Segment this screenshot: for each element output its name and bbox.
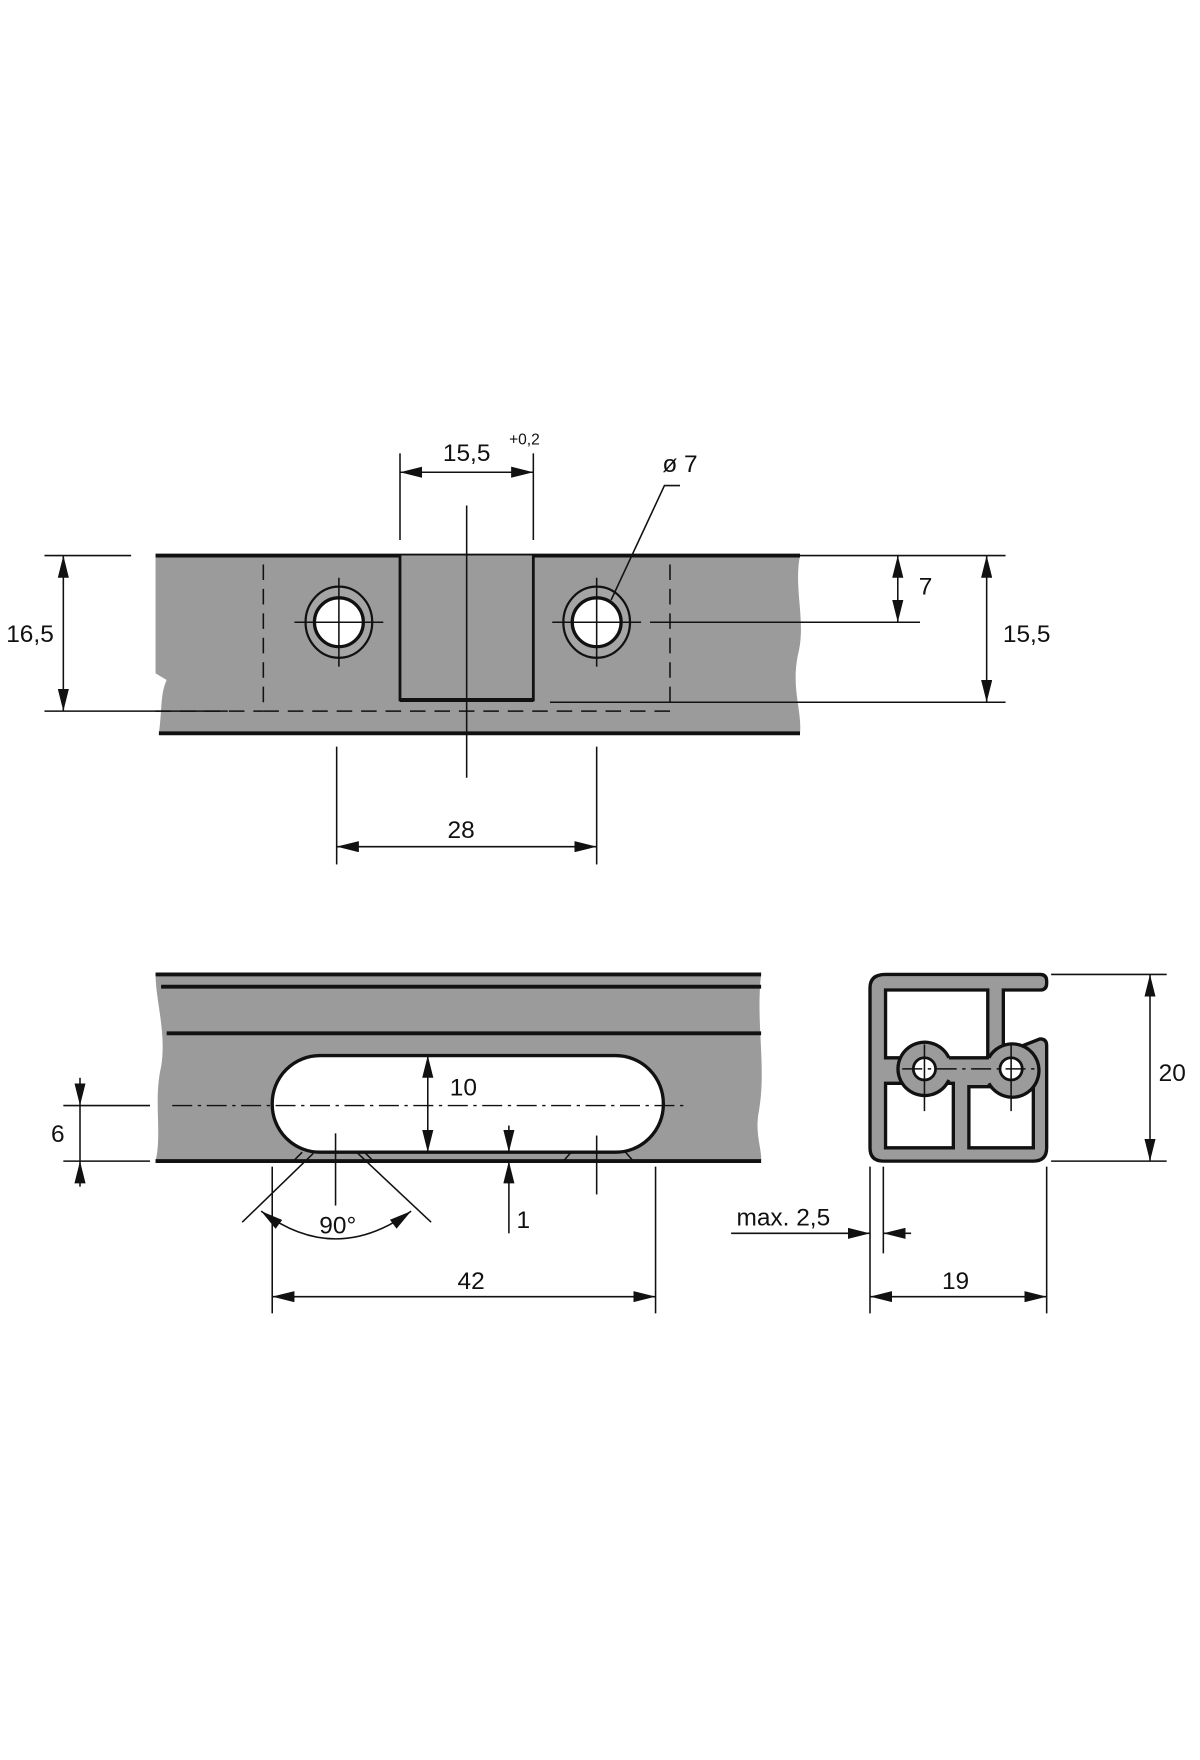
dim-label-hole-offset: 7 — [919, 573, 933, 600]
oblong-slot — [270, 1053, 665, 1154]
dim-label-hole-diameter: ø 7 — [662, 451, 697, 478]
hole-left — [294, 577, 384, 667]
section-profile — [868, 972, 1049, 1163]
dim-slot-depth: 15,5 — [981, 555, 1051, 703]
dim-label-slot-length: 42 — [458, 1268, 485, 1295]
dim-label-slot-width: 15,5 — [443, 440, 491, 467]
dim-slot-length: 42 — [271, 1166, 657, 1314]
chamfer-right — [562, 1151, 634, 1162]
dim-slot-width: 15,5 +0,2 — [399, 431, 540, 540]
dim-section-height: 20 — [1051, 973, 1186, 1162]
dim-hole-spacing: 28 — [335, 746, 598, 865]
dim-max-wall: max. 2,5 — [731, 1166, 912, 1254]
dim-center-offset: 6 — [51, 1077, 150, 1187]
dim-label-tolerance: +0,2 — [509, 431, 540, 448]
dim-chamfer-angle: 90° — [241, 1152, 432, 1240]
dim-label-center-offset: 6 — [51, 1121, 65, 1148]
dim-label-chamfer-angle: 90° — [319, 1212, 356, 1239]
dim-slot-height: 10 — [422, 1055, 477, 1153]
dim-edge-gap: 1 — [503, 1125, 531, 1234]
dim-label-slot-depth: 15,5 — [1003, 621, 1051, 648]
hole-right — [552, 577, 920, 667]
section-view: 20 19 max. 2,5 — [731, 972, 1186, 1314]
chamfer-left — [292, 1151, 374, 1162]
dim-label-hole-spacing: 28 — [448, 817, 475, 844]
dim-label-max-wall: max. 2,5 — [736, 1205, 830, 1232]
side-view: 10 6 1 90° 42 — [51, 972, 762, 1314]
dim-label-edge-gap: 1 — [517, 1207, 531, 1234]
dim-label-section-width: 19 — [942, 1268, 969, 1295]
dim-overall-height: 16,5 — [6, 554, 228, 712]
dim-label-slot-height: 10 — [450, 1075, 477, 1102]
dim-hole-offset: 7 — [800, 554, 1006, 623]
top-view: 15,5 +0,2 ø 7 16,5 7 15,5 — [6, 431, 1051, 865]
dim-hole-diameter: ø 7 — [610, 451, 698, 601]
dim-label-overall-height: 16,5 — [6, 621, 54, 648]
dim-section-width: 19 — [869, 1166, 1048, 1314]
dim-label-section-height: 20 — [1159, 1060, 1186, 1087]
